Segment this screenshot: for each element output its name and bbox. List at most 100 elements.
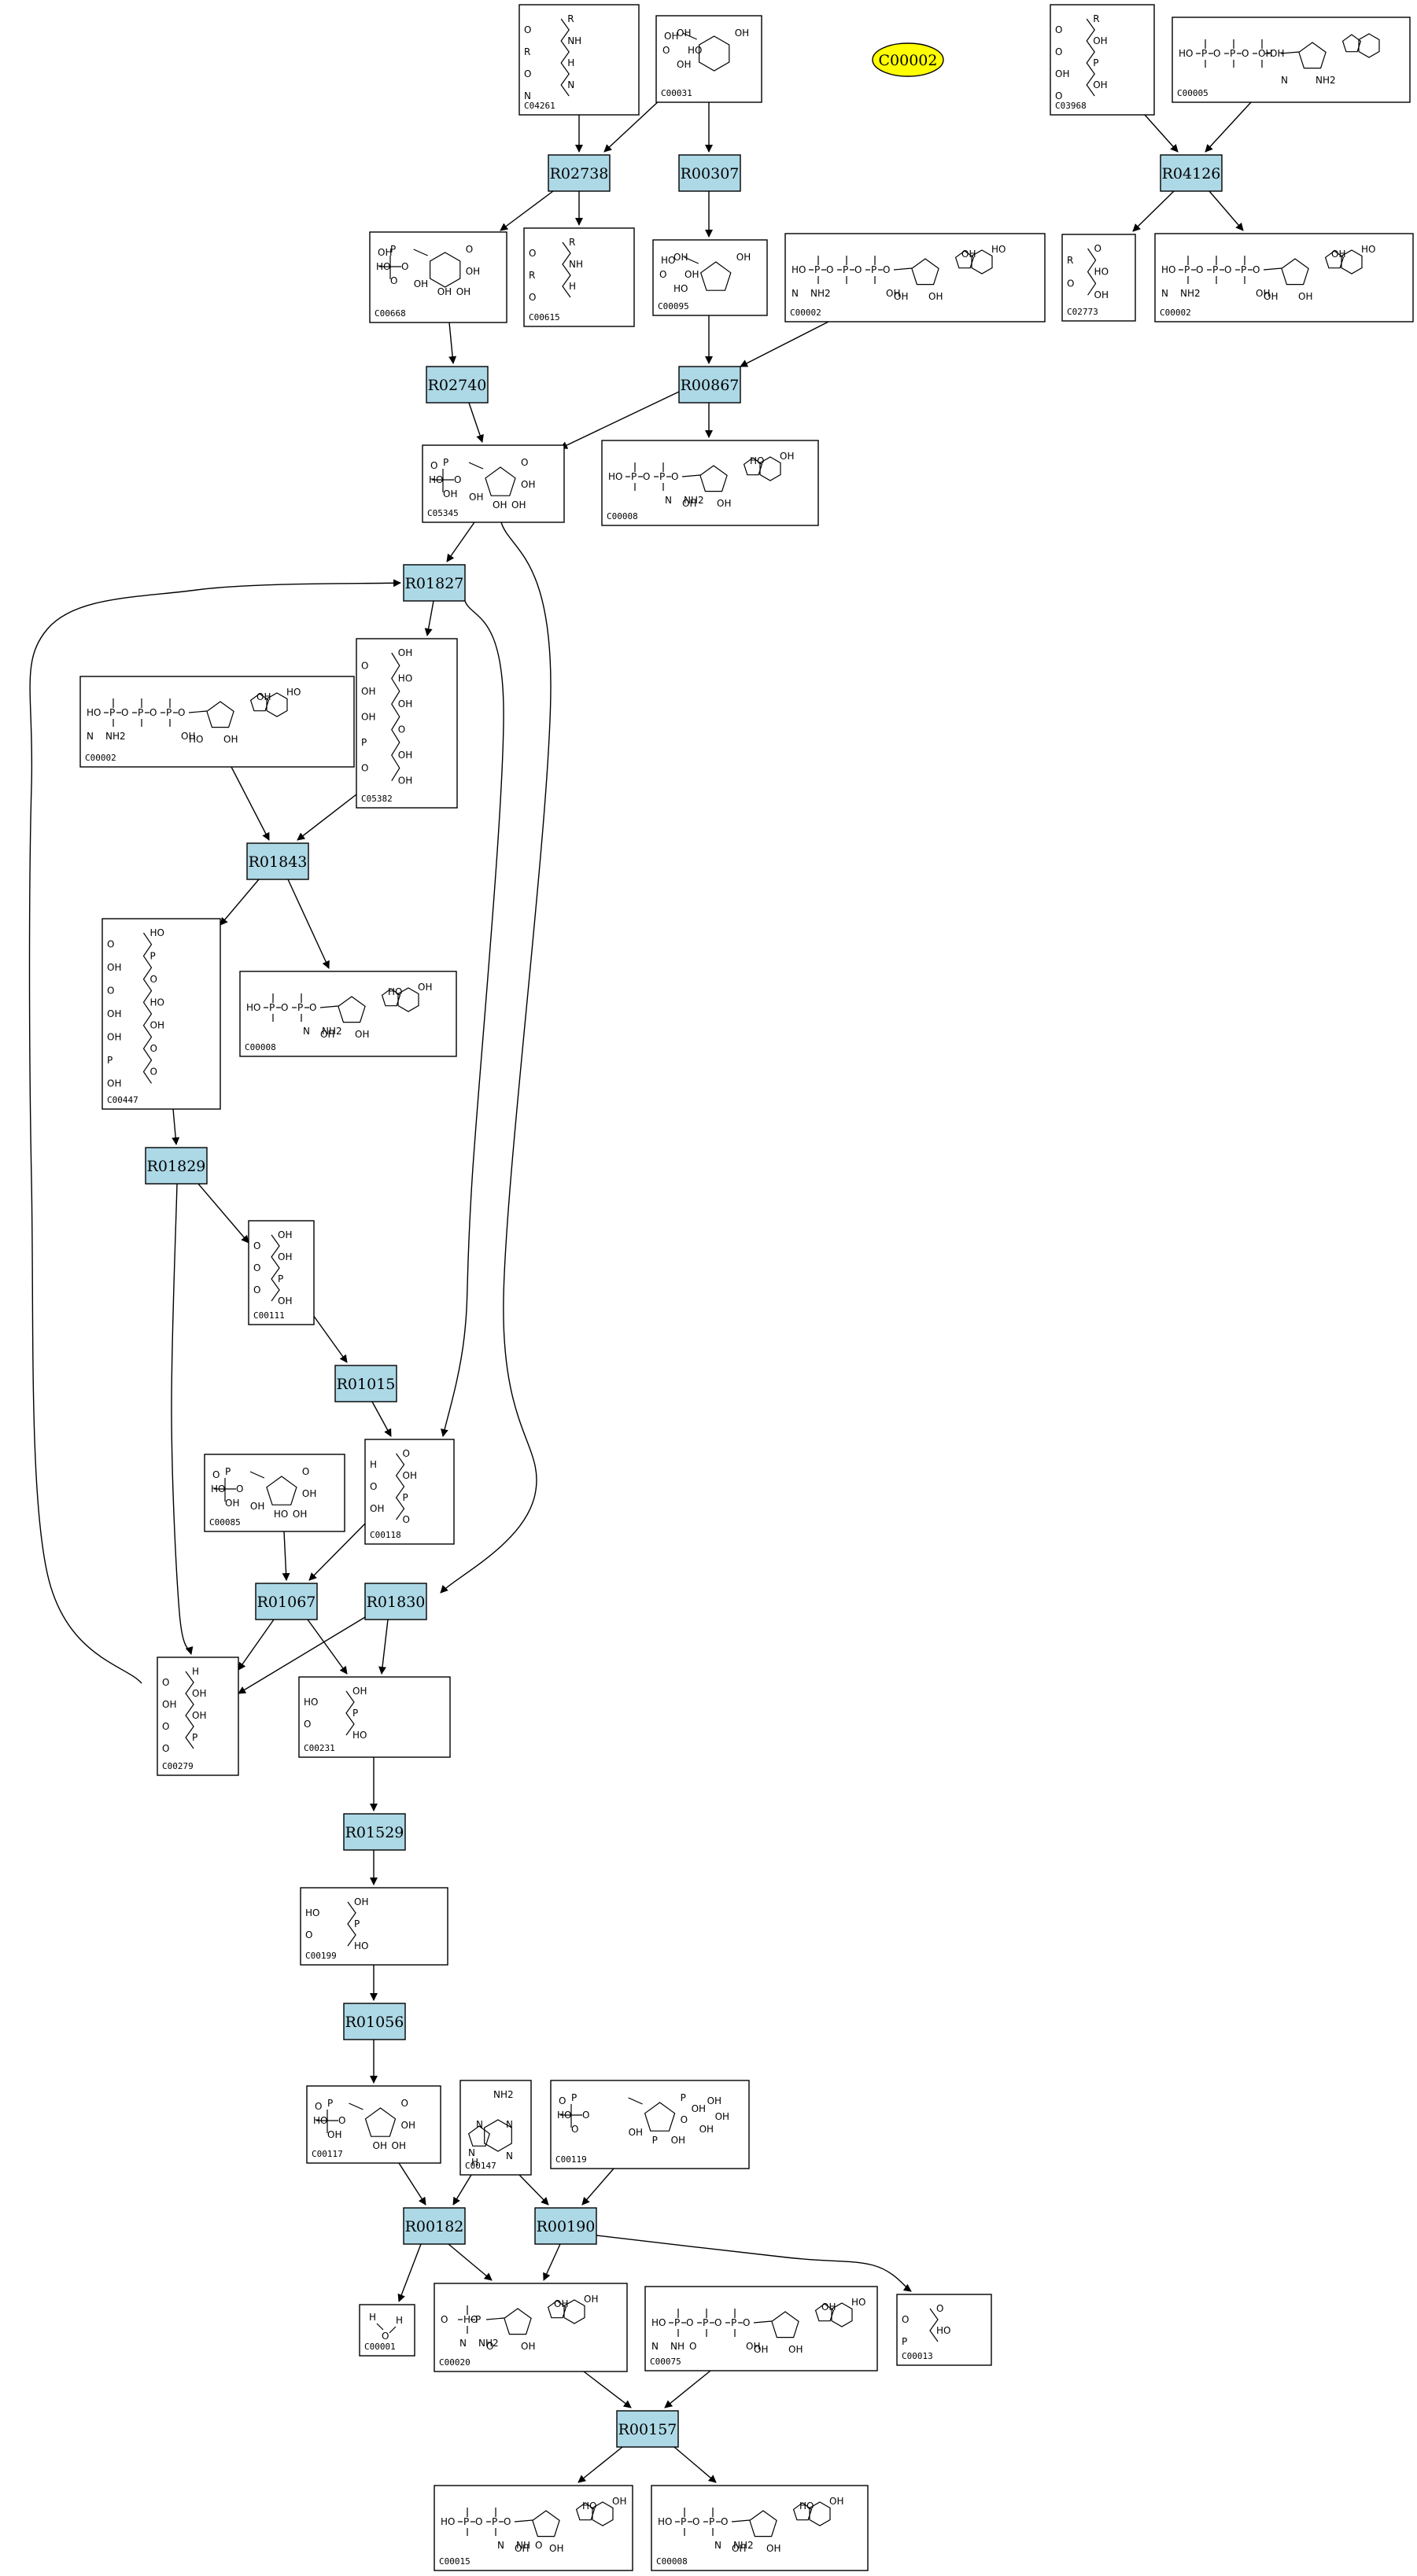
atom-label: HO: [1361, 244, 1375, 255]
edge-R01830-to-C00231: [378, 1619, 389, 1675]
reaction-R02738[interactable]: R02738: [548, 154, 611, 192]
atom-label: OH: [1270, 48, 1284, 59]
atom-label: HO: [189, 734, 203, 745]
atom-label: OH: [671, 2135, 685, 2146]
atom-label: N: [506, 2150, 513, 2161]
atom-label: OH: [352, 1686, 367, 1697]
edge-C00668-to-R02740: [448, 322, 457, 364]
atom-label: O: [253, 1262, 260, 1273]
atom-label: O: [212, 1469, 220, 1480]
reaction-R00307[interactable]: R00307: [678, 154, 741, 192]
atom-label: HO: [274, 1509, 288, 1520]
reaction-R00867[interactable]: R00867: [678, 366, 741, 404]
atom-label: O: [149, 707, 157, 718]
reaction-R00157[interactable]: R00157: [616, 2410, 679, 2448]
atom-label: HO: [286, 687, 301, 698]
compound-id-label: C00008: [607, 511, 638, 521]
compound-id-label: C00119: [555, 2154, 587, 2165]
reaction-R01827[interactable]: R01827: [403, 564, 466, 602]
atom-label: O: [361, 660, 368, 671]
reaction-box: [678, 366, 741, 404]
atom-label: O: [475, 2516, 482, 2527]
highlight-compound-C00002[interactable]: C00002: [872, 42, 944, 77]
reaction-R01529[interactable]: R01529: [343, 1813, 406, 1851]
atom-label: OH: [192, 1710, 206, 1721]
reaction-R04126[interactable]: R04126: [1160, 154, 1223, 192]
reaction-R02740[interactable]: R02740: [426, 366, 489, 404]
atom-label: O: [504, 2516, 511, 2527]
atom-label: P: [475, 2314, 481, 2325]
atom-label: P: [109, 707, 115, 718]
atom-label: OH: [715, 2111, 729, 2122]
atom-label: R: [1093, 13, 1099, 24]
compound-box: [1050, 4, 1155, 116]
edge-C00085-to-R01067: [282, 1531, 290, 1581]
reaction-R01015[interactable]: R01015: [334, 1365, 397, 1402]
edge-C00002c-to-R01843: [231, 766, 270, 841]
reaction-id-label: R00307: [681, 165, 740, 182]
atom-label: P: [463, 2516, 469, 2527]
atom-label: HO: [661, 255, 675, 266]
reaction-R00182[interactable]: R00182: [403, 2207, 466, 2245]
atom-label: OH: [766, 2543, 780, 2554]
reaction-R01067[interactable]: R01067: [255, 1583, 318, 1620]
reaction-R01843[interactable]: R01843: [246, 842, 309, 880]
reaction-R01829[interactable]: R01829: [145, 1147, 208, 1185]
atom-label: O: [643, 471, 650, 482]
reaction-R00190[interactable]: R00190: [534, 2207, 597, 2245]
atom-label: OH: [736, 252, 751, 263]
atom-label: OH: [107, 1078, 121, 1089]
edge-R01843-to-C00447: [220, 879, 260, 926]
highlight-ellipse: [872, 42, 944, 77]
atom-label: OH: [788, 2344, 803, 2355]
atom-label: OH: [1093, 35, 1107, 46]
atom-label: OH: [469, 492, 483, 503]
compound-id-label: C00615: [529, 312, 560, 322]
atom-label: HO: [608, 471, 622, 482]
reaction-R01056[interactable]: R01056: [343, 2003, 406, 2040]
reaction-R01830[interactable]: R01830: [364, 1583, 427, 1620]
atom-label: OH: [928, 291, 943, 302]
atom-label: NH: [670, 2341, 685, 2352]
atom-label: OH: [493, 499, 507, 510]
compound-box: [204, 1454, 345, 1532]
